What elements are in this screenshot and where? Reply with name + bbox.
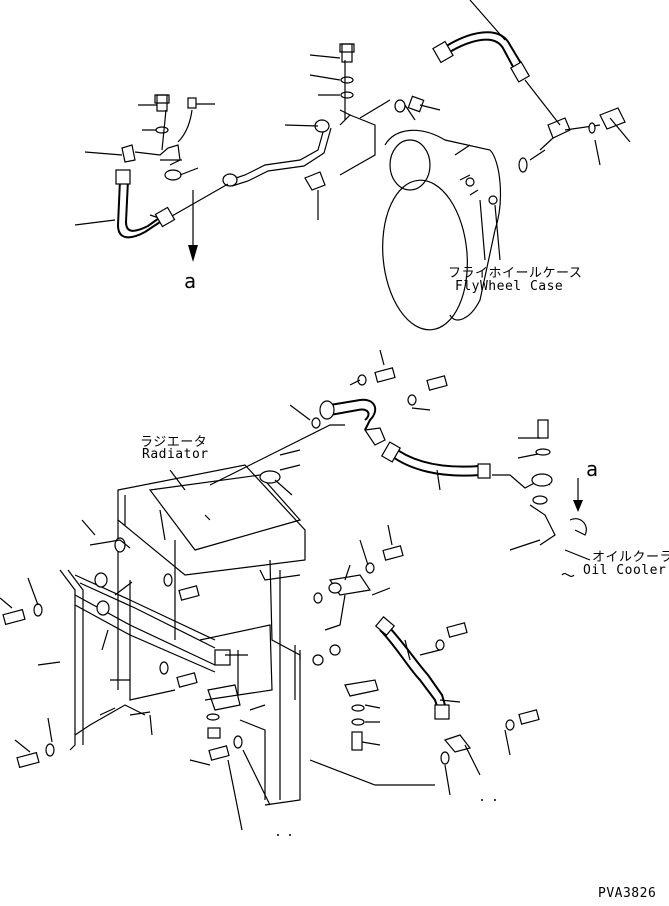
tube-top: [229, 124, 326, 181]
flywheel-case-label-jp: フライホイールケース: [448, 266, 583, 281]
flywheel-case-label-en: FlyWheel Case: [455, 279, 564, 294]
pipe-bottom: [329, 398, 377, 431]
fitting-br: [443, 734, 472, 753]
bolt-l1: [2, 608, 26, 626]
bracket-clip: [214, 649, 231, 666]
bolt-oc: [537, 419, 549, 439]
oil-cooler-label-jp: オイルクーラ: [592, 550, 669, 565]
ref-a-top-label: a: [184, 269, 197, 293]
bracket-top: [339, 114, 376, 176]
drawing-code: PVA3826: [598, 886, 657, 901]
ref-a-right-label: a: [586, 457, 599, 481]
stay-rod: [74, 574, 216, 641]
elbow: [304, 171, 326, 191]
radiator-label-en: Radiator: [142, 447, 209, 462]
hose-fitting: [432, 40, 454, 64]
tee: [121, 144, 136, 163]
hose-mid: [389, 454, 481, 477]
fitting-right: [547, 117, 571, 139]
radiator-label-jp: ラジエータ: [140, 435, 208, 450]
hose-nut: [115, 169, 131, 185]
washer: [518, 157, 528, 173]
hose-top: [439, 31, 526, 71]
arrow-a-head: [188, 245, 198, 262]
bolt-right: [599, 107, 626, 130]
flywheel-case: [384, 129, 502, 321]
bolt-b1: [374, 367, 396, 383]
oil-cooler-label-en: Oil Cooler: [583, 563, 667, 578]
hose-left: [116, 179, 161, 239]
bolt-top: [341, 43, 353, 63]
pipe-long: [379, 629, 441, 716]
stay-left: [59, 569, 76, 751]
leader-line: [469, 0, 506, 41]
